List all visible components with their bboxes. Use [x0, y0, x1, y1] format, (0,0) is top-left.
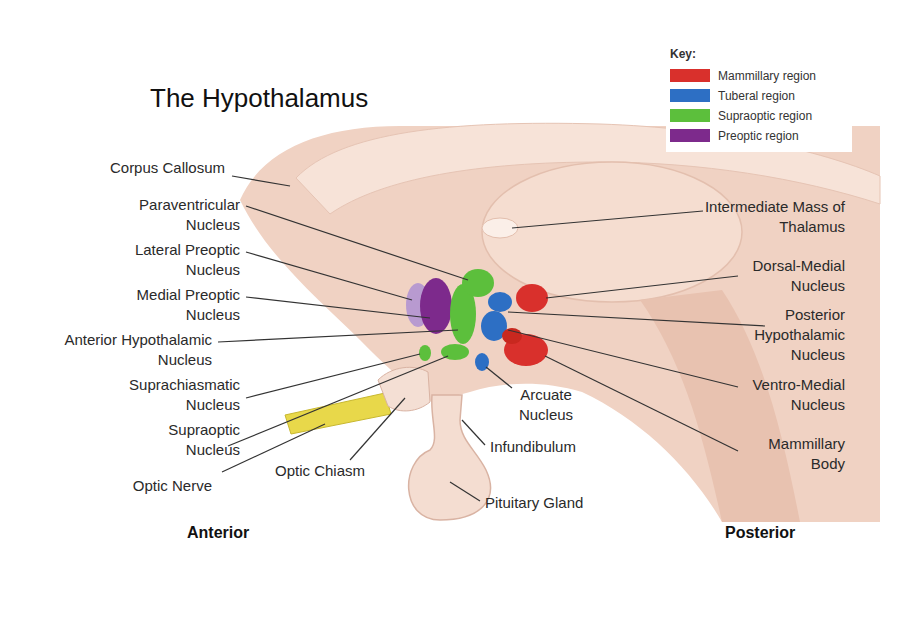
structure-label: Optic Chiasm	[275, 461, 365, 481]
posterior-hypothalamic	[516, 284, 548, 312]
leader-line	[246, 206, 468, 280]
legend-row: Tuberal region	[670, 88, 850, 104]
leader-line	[232, 176, 290, 186]
legend-text: Preoptic region	[718, 128, 799, 144]
leader-line	[246, 297, 430, 318]
legend-text: Supraoptic region	[718, 108, 812, 124]
legend-row: Preoptic region	[670, 128, 850, 144]
legend-row: Mammillary region	[670, 68, 850, 84]
leader-line	[450, 482, 480, 501]
structure-label: Supraoptic Nucleus	[136, 420, 240, 460]
structure-label: Corpus Callosum	[110, 158, 225, 178]
structure-label: Arcuate Nucleus	[504, 385, 588, 425]
pituitary-gland	[409, 395, 491, 520]
structure-label: Medial Preoptic Nucleus	[108, 285, 240, 325]
suprachiasmatic	[419, 345, 431, 361]
legend-swatch	[670, 129, 710, 142]
structure-label: Mammillary Body	[753, 434, 845, 474]
legend-text: Tuberal region	[718, 88, 795, 104]
leader-line	[350, 398, 405, 460]
structure-label: Infundibulum	[490, 437, 576, 457]
legend-swatch	[670, 89, 710, 102]
structure-label: Posterior Hypothalamic Nucleus	[743, 305, 845, 365]
leader-line	[508, 312, 765, 326]
leader-line	[228, 356, 448, 446]
structure-label: Pituitary Gland	[485, 493, 583, 513]
structure-label: Intermediate Mass of Thalamus	[695, 197, 845, 237]
structure-label: Lateral Preoptic Nucleus	[108, 240, 240, 280]
structure-label: Suprachiasmatic Nucleus	[108, 375, 240, 415]
legend-row: Supraoptic region	[670, 108, 850, 124]
brainstem	[640, 290, 800, 522]
optic-nerve	[285, 393, 391, 434]
structure-label: Anterior Hypothalamic Nucleus	[40, 330, 212, 370]
leader-line	[218, 330, 458, 342]
dorsal-medial	[488, 292, 512, 312]
direction-label: Anterior	[187, 523, 249, 543]
legend-swatch	[670, 109, 710, 122]
legend-swatch	[670, 69, 710, 82]
legend-text: Mammillary region	[718, 68, 816, 84]
legend-heading: Key:	[670, 46, 696, 62]
leader-line	[546, 276, 738, 298]
leader-line	[512, 211, 703, 228]
legend-box: Key: Mammillary regionTuberal regionSupra…	[666, 42, 852, 152]
leader-line	[246, 354, 420, 398]
leader-line	[508, 330, 738, 387]
paraventricular	[462, 269, 494, 297]
structure-label: Ventro-Medial Nucleus	[733, 375, 845, 415]
structure-label: Dorsal-Medial Nucleus	[733, 256, 845, 296]
medial-preoptic	[420, 278, 452, 334]
leader-line	[462, 420, 485, 445]
direction-label: Posterior	[725, 523, 795, 543]
leader-line	[246, 252, 412, 300]
structure-label: Optic Nerve	[133, 476, 212, 496]
leader-line	[486, 367, 512, 388]
structure-label: Paraventricular Nucleus	[108, 195, 240, 235]
leader-line	[545, 356, 738, 451]
diagram-title: The Hypothalamus	[150, 82, 368, 114]
thalamus	[482, 162, 742, 302]
